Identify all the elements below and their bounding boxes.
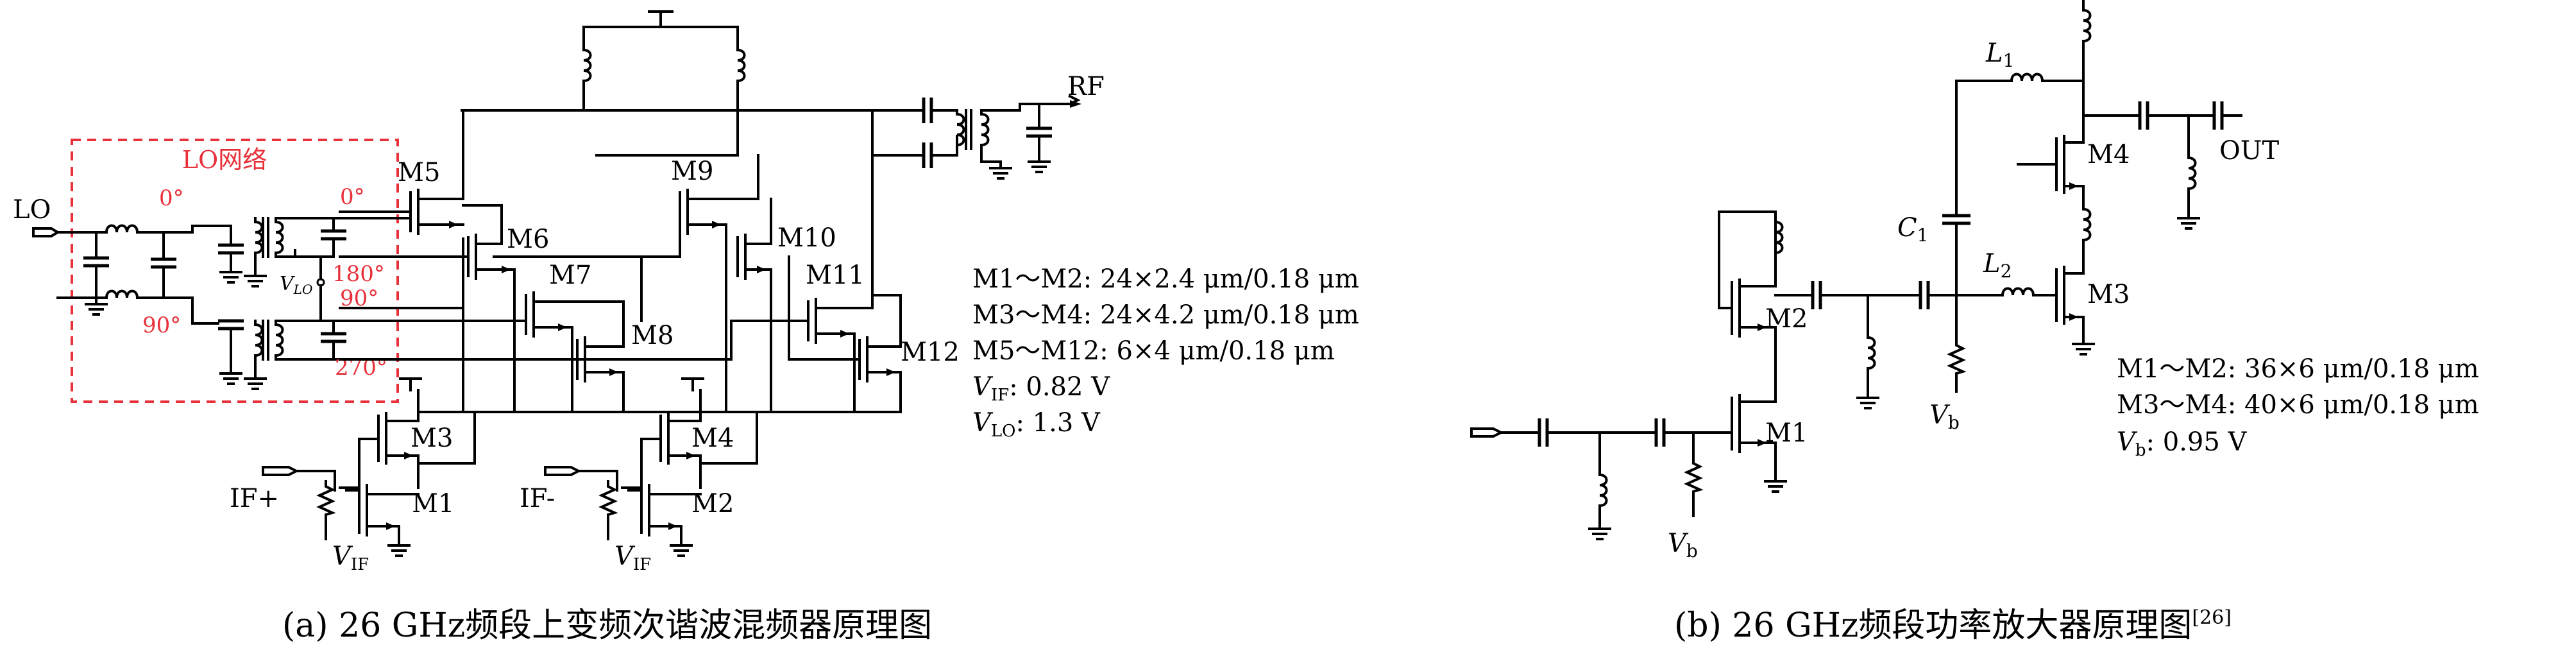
transistor-m1 bbox=[358, 484, 419, 540]
pa-spec-1: M1～M2: 36×6 μm/0.18 μm bbox=[2117, 354, 2479, 384]
phase-0-input: 0° bbox=[159, 185, 184, 211]
label-m12: M12 bbox=[901, 338, 960, 367]
phase-0-out: 0° bbox=[340, 184, 365, 210]
pa-transistor-m4 bbox=[2055, 80, 2085, 207]
mixer-schematic: LO网络 LO 0° 90° bbox=[13, 10, 1359, 645]
l1-label: L1 bbox=[1985, 39, 2014, 71]
pa-vb-label-upper: Vb bbox=[1929, 400, 1960, 433]
label-m10: M10 bbox=[777, 223, 836, 253]
mixer-spec-3: M5～M12: 6×4 μm/0.18 μm bbox=[972, 336, 1335, 366]
mixer-spec-vif: VIF: 0.82 V bbox=[972, 372, 1110, 405]
transistor-m10 bbox=[736, 198, 772, 309]
label-m6: M6 bbox=[507, 225, 549, 254]
transistor-m8 bbox=[576, 300, 625, 406]
label-m3: M3 bbox=[411, 424, 453, 453]
lo-input-port bbox=[32, 227, 60, 237]
transistor-m7 bbox=[525, 291, 625, 354]
c1-label: C1 bbox=[1897, 213, 1928, 246]
pa-transistor-m2 bbox=[1731, 213, 1777, 367]
v-if-label-left: VIF bbox=[332, 542, 369, 574]
label-m4: M4 bbox=[691, 424, 734, 453]
pa-output-label: OUT bbox=[2219, 136, 2280, 166]
pa-label-m4: M4 bbox=[2087, 140, 2130, 169]
v-if-label-right: VIF bbox=[614, 542, 651, 574]
transistor-m6 bbox=[462, 204, 516, 296]
mixer-spec-vlo: VLO: 1.3 V bbox=[972, 408, 1101, 441]
transistor-m12 bbox=[858, 294, 902, 413]
pa-label-m1: M1 bbox=[1765, 418, 1808, 448]
if-minus-label: IF- bbox=[520, 484, 555, 513]
transistor-m2 bbox=[640, 484, 702, 540]
vlo-label: VLO bbox=[280, 273, 312, 297]
if-plus-label: IF+ bbox=[230, 484, 279, 513]
l2-label: L2 bbox=[1983, 249, 2012, 282]
mixer-spec-2: M3～M4: 24×4.2 μm/0.18 μm bbox=[972, 300, 1359, 330]
pa-schematic: L1 M4 OUT M3 L2 bbox=[1470, 0, 2479, 645]
label-m2: M2 bbox=[691, 489, 734, 519]
pa-input-port bbox=[1470, 427, 1504, 438]
caption-a: (a) 26 GHz频段上变频次谐波混频器原理图 bbox=[282, 606, 932, 645]
rf-output-label: RF bbox=[1067, 72, 1105, 101]
pa-transistor-m3 bbox=[2055, 262, 2085, 339]
phase-180-out: 180° bbox=[332, 261, 385, 287]
label-m1: M1 bbox=[412, 489, 454, 519]
label-m5: M5 bbox=[398, 158, 440, 187]
lo-network-label: LO网络 bbox=[182, 146, 267, 174]
caption-b: (b) 26 GHz频段功率放大器原理图[26] bbox=[1674, 606, 2232, 645]
label-m8: M8 bbox=[631, 321, 674, 350]
mixer-spec-1: M1～M2: 24×2.4 μm/0.18 μm bbox=[972, 264, 1359, 294]
lo-network-box bbox=[71, 139, 399, 403]
lo-input-label: LO bbox=[13, 195, 51, 225]
phase-90-input: 90° bbox=[142, 313, 181, 338]
pa-spec-2: M3～M4: 40×6 μm/0.18 μm bbox=[2117, 390, 2479, 420]
pa-label-m3: M3 bbox=[2087, 280, 2130, 309]
label-m7: M7 bbox=[549, 261, 591, 290]
pa-spec-vb: Vb: 0.95 V bbox=[2117, 427, 2248, 460]
pa-vb-label-lower: Vb bbox=[1668, 529, 1698, 562]
label-m9: M9 bbox=[671, 157, 713, 186]
pa-label-m2: M2 bbox=[1765, 304, 1808, 334]
label-m11: M11 bbox=[806, 261, 865, 290]
